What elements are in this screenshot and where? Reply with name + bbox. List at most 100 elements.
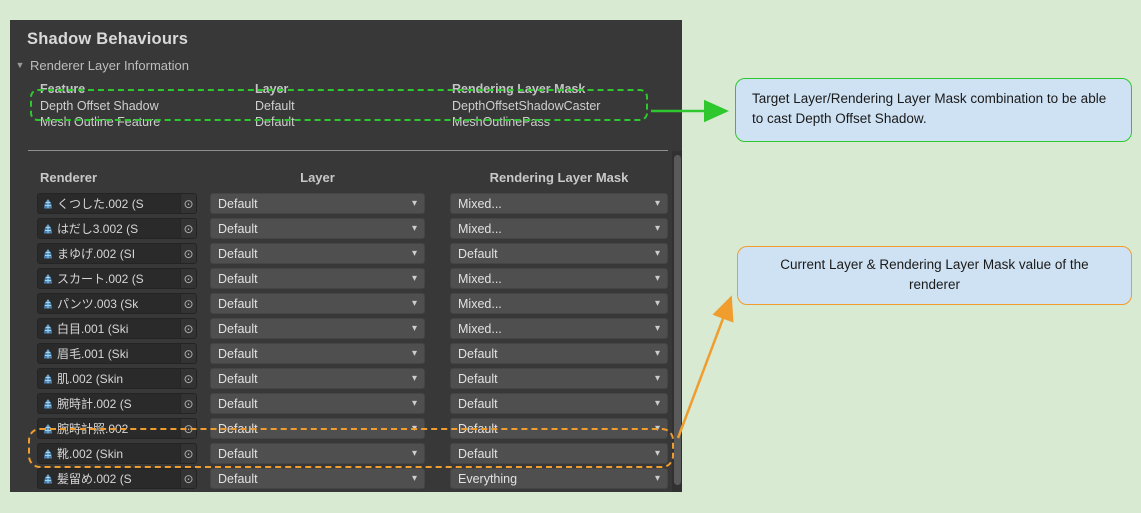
layer-dropdown[interactable]: Default ▾ <box>210 368 425 389</box>
mask-dropdown-value: Mixed... <box>458 321 502 336</box>
layer-dropdown-value: Default <box>218 396 258 411</box>
rendering-layer-mask-dropdown[interactable]: Default ▾ <box>450 243 668 264</box>
renderer-layer-information-foldout[interactable]: ▼ Renderer Layer Information <box>14 56 189 74</box>
rendering-layer-mask-dropdown[interactable]: Default ▾ <box>450 443 668 464</box>
renderer-object-field[interactable]: パンツ.003 (Sk ⊙ <box>37 293 197 314</box>
renderer-object-field[interactable]: まゆげ.002 (SI ⊙ <box>37 243 197 264</box>
renderer-object-field[interactable]: はだし3.002 (S ⊙ <box>37 218 197 239</box>
renderer-object-field[interactable]: くつした.002 (S ⊙ <box>37 193 197 214</box>
mask-dropdown-value: Mixed... <box>458 271 502 286</box>
dropdown-arrow-icon: ▾ <box>654 373 660 384</box>
renderer-object-field[interactable]: 白目.001 (Ski ⊙ <box>37 318 197 339</box>
object-picker-icon[interactable]: ⊙ <box>180 294 196 313</box>
renderer-table-header-renderer: Renderer <box>40 170 98 185</box>
panel-title: Shadow Behaviours <box>27 30 189 48</box>
renderer-table-row: 眉毛.001 (Ski ⊙ Default ▾ Default ▾ <box>10 342 682 367</box>
layer-dropdown-value: Default <box>218 471 258 486</box>
mask-dropdown-value: Default <box>458 346 498 361</box>
scrollbar-thumb[interactable] <box>673 155 681 485</box>
skinned-mesh-renderer-icon <box>42 198 54 210</box>
renderer-object-field[interactable]: 肌.002 (Skin ⊙ <box>37 368 197 389</box>
layer-dropdown[interactable]: Default ▾ <box>210 218 425 239</box>
renderer-object-field[interactable]: 髪留め.002 (S ⊙ <box>37 468 197 489</box>
dropdown-arrow-icon: ▾ <box>654 348 660 359</box>
layer-dropdown[interactable]: Default ▾ <box>210 243 425 264</box>
layer-dropdown-value: Default <box>218 196 258 211</box>
rendering-layer-mask-dropdown[interactable]: Mixed... ▾ <box>450 318 668 339</box>
feature-row-mask: DepthOffsetShadowCaster <box>452 99 601 113</box>
renderer-object-name: 髪留め.002 (S <box>57 472 132 486</box>
object-picker-icon[interactable]: ⊙ <box>180 219 196 238</box>
renderer-table-row: 髪留め.002 (S ⊙ Default ▾ Everything ▾ <box>10 467 682 492</box>
object-picker-icon[interactable]: ⊙ <box>180 394 196 413</box>
mask-dropdown-value: Everything <box>458 471 518 486</box>
object-picker-icon[interactable]: ⊙ <box>180 444 196 463</box>
object-picker-icon[interactable]: ⊙ <box>180 244 196 263</box>
object-picker-icon[interactable]: ⊙ <box>180 269 196 288</box>
rendering-layer-mask-dropdown[interactable]: Default ▾ <box>450 368 668 389</box>
layer-dropdown[interactable]: Default ▾ <box>210 318 425 339</box>
mask-dropdown-value: Default <box>458 371 498 386</box>
object-picker-icon[interactable]: ⊙ <box>180 344 196 363</box>
object-picker-icon[interactable]: ⊙ <box>180 194 196 213</box>
foldout-arrow-icon: ▼ <box>15 60 25 70</box>
layer-dropdown[interactable]: Default ▾ <box>210 293 425 314</box>
rendering-layer-mask-dropdown[interactable]: Mixed... ▾ <box>450 268 668 289</box>
foldout-label: Renderer Layer Information <box>30 57 189 73</box>
mask-dropdown-value: Default <box>458 246 498 261</box>
layer-dropdown-value: Default <box>218 246 258 261</box>
object-picker-icon[interactable]: ⊙ <box>180 319 196 338</box>
layer-dropdown[interactable]: Default ▾ <box>210 268 425 289</box>
skinned-mesh-renderer-icon <box>42 223 54 235</box>
rendering-layer-mask-dropdown[interactable]: Everything ▾ <box>450 468 668 489</box>
rendering-layer-mask-dropdown[interactable]: Default ▾ <box>450 393 668 414</box>
renderer-table-row: スカート.002 (S ⊙ Default ▾ Mixed... ▾ <box>10 267 682 292</box>
renderer-object-field[interactable]: 腕時計.002 (S ⊙ <box>37 393 197 414</box>
renderer-object-name: 靴.002 (Skin <box>57 447 124 461</box>
renderer-object-field[interactable]: 眉毛.001 (Ski ⊙ <box>37 343 197 364</box>
dropdown-arrow-icon: ▾ <box>654 473 660 484</box>
dropdown-arrow-icon: ▾ <box>411 248 417 259</box>
layer-dropdown[interactable]: Default ▾ <box>210 193 425 214</box>
rendering-layer-mask-dropdown[interactable]: Mixed... ▾ <box>450 293 668 314</box>
section-divider <box>28 150 668 151</box>
layer-dropdown[interactable]: Default ▾ <box>210 393 425 414</box>
orange-highlight-box <box>28 428 674 468</box>
object-picker-icon[interactable]: ⊙ <box>180 469 196 488</box>
object-picker-icon[interactable]: ⊙ <box>180 369 196 388</box>
layer-dropdown[interactable]: Default ▾ <box>210 343 425 364</box>
skinned-mesh-renderer-icon <box>42 473 54 485</box>
feature-row-mask: MeshOutlinePass <box>452 115 550 129</box>
renderer-object-name: 白目.001 (Ski <box>57 322 129 336</box>
layer-dropdown-value: Default <box>218 296 258 311</box>
skinned-mesh-renderer-icon <box>42 298 54 310</box>
dropdown-arrow-icon: ▾ <box>411 373 417 384</box>
renderer-object-name: 肌.002 (Skin <box>57 372 124 386</box>
dropdown-arrow-icon: ▾ <box>411 398 417 409</box>
layer-dropdown-value: Default <box>218 221 258 236</box>
dropdown-arrow-icon: ▾ <box>654 298 660 309</box>
renderer-object-name: まゆげ.002 (SI <box>57 247 136 261</box>
dropdown-arrow-icon: ▾ <box>654 248 660 259</box>
renderer-object-field[interactable]: 靴.002 (Skin ⊙ <box>37 443 197 464</box>
rendering-layer-mask-dropdown[interactable]: Mixed... ▾ <box>450 218 668 239</box>
renderer-object-field[interactable]: スカート.002 (S ⊙ <box>37 268 197 289</box>
green-callout-note: Target Layer/Rendering Layer Mask combin… <box>735 78 1132 142</box>
renderer-rows: くつした.002 (S ⊙ Default ▾ Mixed... ▾ はだし3.… <box>10 192 682 492</box>
green-highlight-box <box>30 89 648 121</box>
layer-dropdown[interactable]: Default ▾ <box>210 468 425 489</box>
rendering-layer-mask-dropdown[interactable]: Default ▾ <box>450 343 668 364</box>
skinned-mesh-renderer-icon <box>42 323 54 335</box>
layer-dropdown-value: Default <box>218 321 258 336</box>
renderer-object-name: くつした.002 (S <box>57 197 144 211</box>
layer-dropdown[interactable]: Default ▾ <box>210 443 425 464</box>
dropdown-arrow-icon: ▾ <box>654 448 660 459</box>
rendering-layer-mask-dropdown[interactable]: Mixed... ▾ <box>450 193 668 214</box>
renderer-table-header-mask: Rendering Layer Mask <box>489 170 629 185</box>
renderer-object-name: パンツ.003 (Sk <box>57 297 139 311</box>
dropdown-arrow-icon: ▾ <box>654 323 660 334</box>
orange-callout-note: Current Layer & Rendering Layer Mask val… <box>737 246 1132 305</box>
renderer-table-row: 靴.002 (Skin ⊙ Default ▾ Default ▾ <box>10 442 682 467</box>
renderer-table-row: まゆげ.002 (SI ⊙ Default ▾ Default ▾ <box>10 242 682 267</box>
